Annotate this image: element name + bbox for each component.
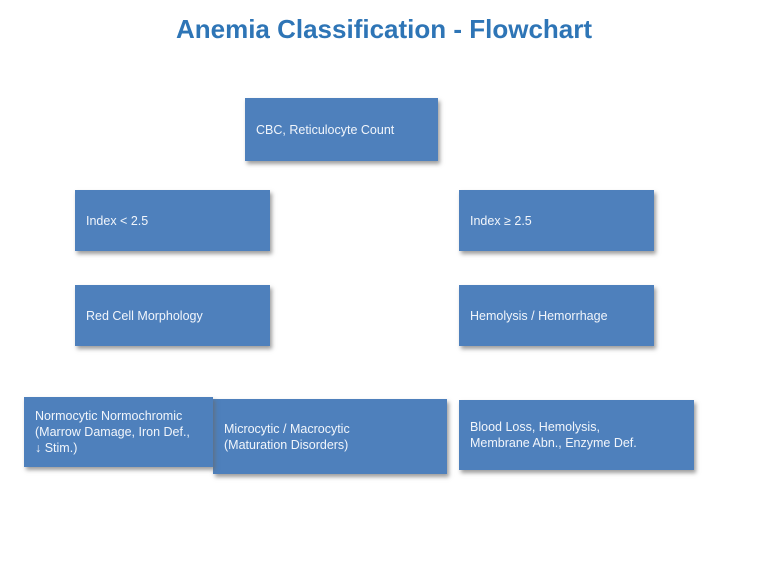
node-label-line: Microcytic / Macrocytic [224,421,350,436]
flowchart-node-cbc-reticulocyte-count: CBC, Reticulocyte Count [245,98,438,161]
flowchart-node-index-at-least-2-5: Index ≥ 2.5 [459,190,654,251]
flowchart-node-index-below-2-5: Index < 2.5 [75,190,270,251]
node-label-line: Red Cell Morphology [86,308,203,323]
node-label-line: Normocytic Normochromic [35,409,183,423]
flowchart-node-microcytic-macrocytic: Microcytic / Macrocytic(Maturation Disor… [213,399,447,474]
node-label-line: CBC, Reticulocyte Count [256,122,395,137]
node-label-line: ↓ Stim.) [35,441,78,455]
flowchart-node-hemolysis-hemorrhage: Hemolysis / Hemorrhage [459,285,654,346]
node-label-line: Membrane Abn., Enzyme Def. [470,436,637,450]
node-label-line: Hemolysis / Hemorrhage [470,308,608,323]
flowchart-node-blood-loss-hemolysis: Blood Loss, Hemolysis, Membrane Abn., Enz… [459,400,694,470]
flowchart-node-normocytic-normochromic: Normocytic Normochromic (Marrow Damage, I… [24,397,213,467]
node-label-line: Index < 2.5 [86,213,149,228]
node-label-line: (Maturation Disorders) [224,437,349,452]
node-label-line: Index ≥ 2.5 [470,213,532,228]
node-label-line: Blood Loss, Hemolysis, [470,420,600,434]
slide-title: Anemia Classification - Flowchart [175,14,593,44]
flowchart-node-red-cell-morphology: Red Cell Morphology [75,285,270,346]
node-label-line: (Marrow Damage, Iron Def., [35,425,190,439]
